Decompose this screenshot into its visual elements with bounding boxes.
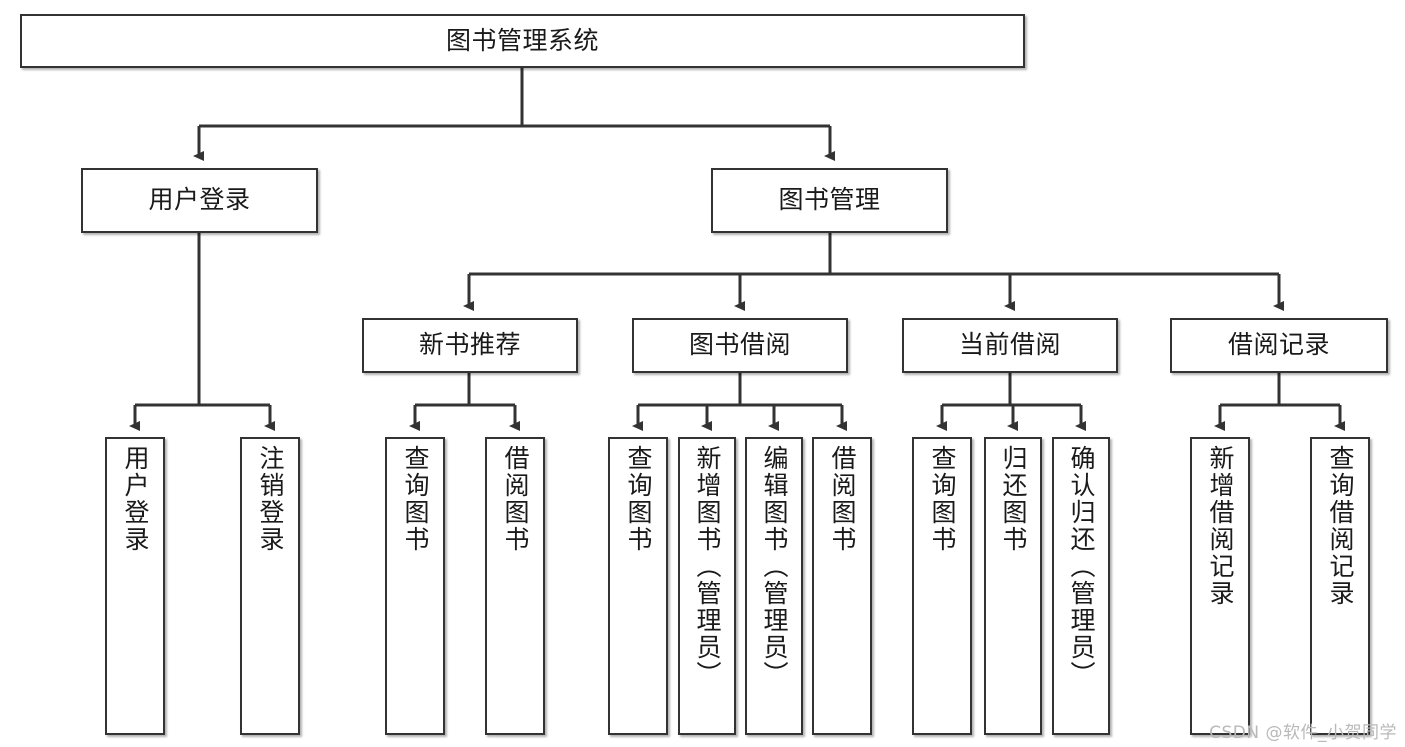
node-new-book-rec-label: 新书推荐: [418, 330, 521, 360]
node-borrow-record-label: 借阅记录: [1227, 330, 1330, 360]
leaf-borrow-book-1[interactable]: 借阅图书: [485, 437, 545, 735]
leaf-query-book-3-label: 查询图书: [928, 445, 957, 553]
leaf-logout[interactable]: 注销登录: [240, 437, 300, 735]
edges-bookborrow-to-leaves: [632, 373, 847, 431]
leaf-user-login[interactable]: 用户登录: [105, 437, 165, 735]
leaf-add-book[interactable]: 新增图书（管理员）: [678, 437, 736, 735]
node-root-label: 图书管理系统: [445, 25, 599, 55]
leaf-borrow-book-2[interactable]: 借阅图书: [812, 437, 872, 735]
edges-root-to-level2: [193, 68, 835, 161]
edges-userlogin-to-leaves: [129, 233, 275, 431]
leaf-query-record-label: 查询借阅记录: [1326, 445, 1355, 607]
node-book-manage[interactable]: 图书管理: [711, 168, 948, 233]
node-book-manage-label: 图书管理: [778, 185, 881, 215]
node-new-book-rec[interactable]: 新书推荐: [362, 318, 578, 373]
node-user-login[interactable]: 用户登录: [81, 168, 318, 233]
node-book-borrow[interactable]: 图书借阅: [632, 318, 848, 373]
leaf-edit-book[interactable]: 编辑图书（管理员）: [745, 437, 803, 735]
edges-newbook-to-leaves: [409, 373, 520, 431]
node-user-login-label: 用户登录: [148, 185, 251, 215]
edges-currentborrow-to-leaves: [936, 373, 1086, 431]
node-current-borrow-label: 当前借阅: [958, 330, 1061, 360]
leaf-query-book-3[interactable]: 查询图书: [912, 437, 972, 735]
edges-borrowrecord-to-leaves: [1214, 373, 1345, 431]
edges-bookmanage-to-level3: [463, 233, 1284, 311]
node-borrow-record[interactable]: 借阅记录: [1170, 318, 1388, 373]
leaf-borrow-book-2-label: 借阅图书: [828, 445, 857, 553]
leaf-query-book-2-label: 查询图书: [624, 445, 653, 553]
leaf-query-book-1-label: 查询图书: [401, 445, 430, 553]
leaf-add-record-label: 新增借阅记录: [1206, 445, 1235, 607]
leaf-user-login-label: 用户登录: [121, 445, 150, 553]
leaf-query-book-2[interactable]: 查询图书: [608, 437, 668, 735]
node-current-borrow[interactable]: 当前借阅: [902, 318, 1118, 373]
leaf-borrow-book-1-label: 借阅图书: [501, 445, 530, 553]
leaf-add-record[interactable]: 新增借阅记录: [1190, 437, 1250, 735]
leaf-query-record[interactable]: 查询借阅记录: [1310, 437, 1370, 735]
node-book-borrow-label: 图书借阅: [688, 330, 791, 360]
leaf-logout-label: 注销登录: [256, 445, 285, 553]
csdn-watermark: CSDN @软件_小贺同学: [1209, 723, 1397, 743]
leaf-edit-book-label: 编辑图书（管理员）: [760, 445, 789, 688]
leaf-add-book-label: 新增图书（管理员）: [693, 445, 722, 688]
leaf-confirm-return[interactable]: 确认归还（管理员）: [1052, 437, 1110, 735]
node-root[interactable]: 图书管理系统: [20, 14, 1025, 68]
leaf-query-book-1[interactable]: 查询图书: [385, 437, 445, 735]
leaf-return-book[interactable]: 归还图书: [984, 437, 1042, 735]
leaf-confirm-return-label: 确认归还（管理员）: [1067, 445, 1096, 688]
leaf-return-book-label: 归还图书: [999, 445, 1028, 553]
